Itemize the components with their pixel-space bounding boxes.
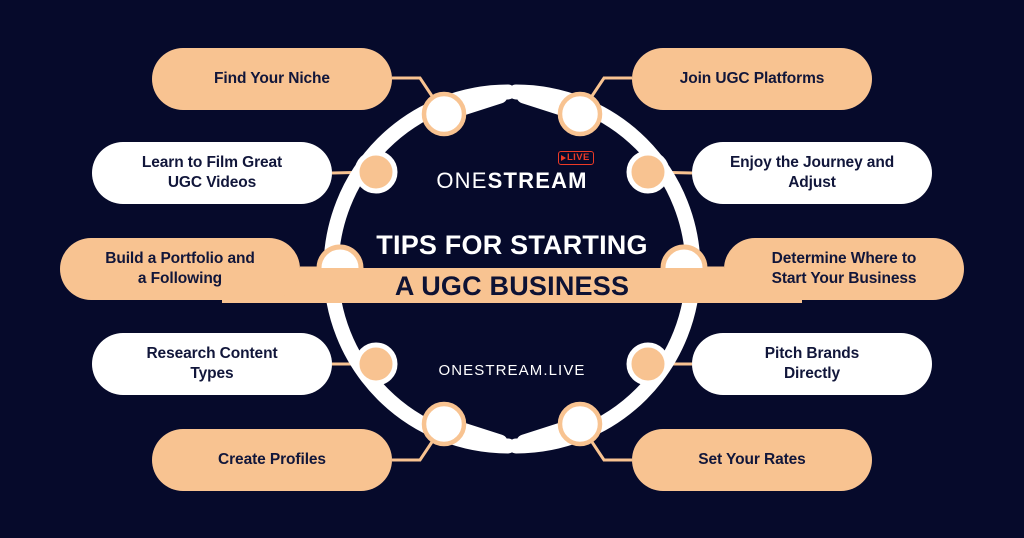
title-highlight-bar [222, 268, 802, 303]
node-research-content-types[interactable] [354, 342, 398, 386]
node-learn-to-film[interactable] [354, 150, 398, 194]
pill-create-profiles[interactable]: Create Profiles [152, 429, 392, 491]
pill-set-your-rates[interactable]: Set Your Rates [632, 429, 872, 491]
logo-stream: STREAM [487, 168, 588, 193]
pill-find-your-niche[interactable]: Find Your Niche [152, 48, 392, 110]
live-badge-label: LIVE [566, 152, 590, 163]
pill-label: Set Your Rates [698, 450, 806, 468]
live-badge: LIVE [557, 151, 594, 165]
page-title-line2: A UGC BUSINESS [394, 271, 630, 301]
onestream-logo: LIVE ONESTREAM [392, 151, 632, 192]
node-enjoy-the-journey[interactable] [626, 150, 670, 194]
node-join-ugc-platforms[interactable] [557, 91, 603, 137]
node-pitch-brands-directly[interactable] [626, 342, 670, 386]
pill-label: Create Profiles [218, 450, 326, 468]
page-title-line1: TIPS FOR STARTING [376, 230, 648, 260]
logo-one: ONE [436, 168, 488, 193]
pill-label: Join UGC Platforms [679, 69, 825, 87]
site-url: ONESTREAM.LIVE [438, 362, 586, 379]
logo-wordmark: ONESTREAM [436, 170, 587, 192]
node-set-your-rates[interactable] [557, 401, 603, 447]
node-find-your-niche[interactable] [421, 91, 467, 137]
pill-label: Find Your Niche [214, 69, 330, 87]
node-create-profiles[interactable] [421, 401, 467, 447]
play-icon [560, 154, 566, 161]
pill-join-ugc-platforms[interactable]: Join UGC Platforms [632, 48, 872, 110]
